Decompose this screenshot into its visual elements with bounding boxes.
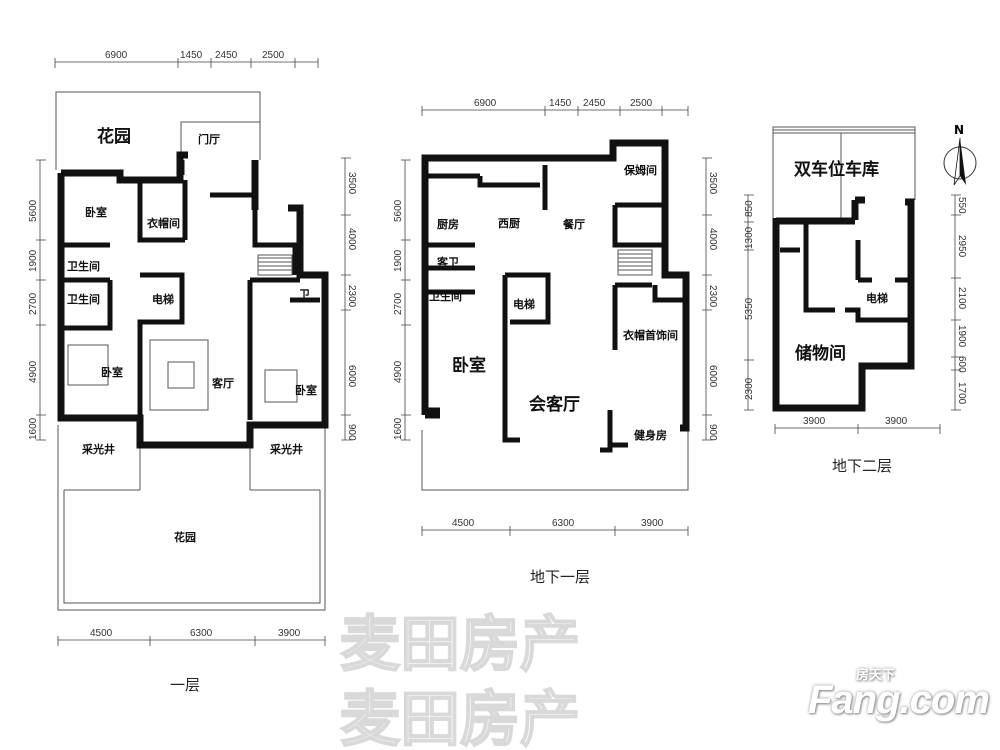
room-label: 卫生间 (67, 292, 100, 306)
room-label: 保姆间 (623, 163, 657, 177)
dim-label: 1450 (180, 50, 203, 61)
dim-label: 6300 (190, 628, 213, 639)
north-arrow-icon: N (943, 123, 977, 186)
dim-label: 6000 (707, 365, 718, 388)
room-label: 衣帽间 (147, 216, 180, 230)
dim-label: 850 (744, 200, 755, 217)
room-label: 电梯 (152, 292, 174, 306)
dim-label: 2700 (393, 292, 404, 315)
logo-cn: 房天下 (856, 667, 896, 682)
logo-en: Fang.com (808, 678, 990, 722)
room-label: 电梯 (866, 291, 888, 305)
dim-label: 1700 (956, 382, 967, 405)
dim-label: 4500 (452, 518, 475, 529)
dim-label: 900 (346, 424, 357, 441)
watermark: 麦田房产 (340, 685, 580, 750)
room-label: 卧室 (295, 383, 317, 397)
dim-label: 2450 (583, 98, 606, 109)
dim-label: 3900 (803, 416, 826, 427)
room-label: 采光井 (81, 442, 115, 456)
dim-label: 6300 (552, 518, 575, 529)
room-label: 电梯 (513, 297, 535, 311)
room-label: 花园 (97, 126, 131, 147)
dim-label: 4500 (90, 628, 113, 639)
dim-label: 2700 (28, 292, 39, 315)
room-label: 卧室 (452, 355, 486, 376)
dim-label: 550 (956, 197, 967, 214)
dim-label: 1900 (28, 249, 39, 272)
room-label: 卫生间 (67, 259, 100, 273)
dim-label: 6900 (474, 98, 497, 109)
room-label: 餐厅 (562, 217, 585, 231)
compass-label: N (954, 123, 964, 137)
dim-label: 1900 (956, 325, 967, 348)
dim-label: 2450 (215, 50, 238, 61)
room-label: 厨房 (437, 217, 459, 231)
dim-label: 1900 (393, 249, 404, 272)
floor-caption: 地下二层 (832, 457, 892, 475)
dim-label: 2500 (262, 50, 285, 61)
dim-label: 3500 (346, 172, 357, 195)
dim-label: 3900 (641, 518, 664, 529)
room-label: 储物间 (795, 343, 846, 364)
dim-label: 5600 (28, 199, 39, 222)
room-label: 采光井 (269, 442, 303, 456)
watermark: 麦田房产 (340, 610, 580, 680)
dim-label: 1300 (744, 226, 755, 249)
dim-label: 4900 (393, 360, 404, 383)
dim-label: 3500 (707, 172, 718, 195)
room-label: 客厅 (211, 376, 234, 390)
dim-label: 4000 (346, 228, 357, 251)
dim-label: 2100 (956, 287, 967, 310)
room-label: 门厅 (198, 132, 220, 146)
dim-label: 1600 (393, 417, 404, 440)
dim-label: 3900 (278, 628, 301, 639)
floor-caption: 一层 (170, 676, 200, 694)
room-label: 卧室 (101, 365, 123, 379)
dim-label: 2950 (956, 235, 967, 258)
room-label: 西厨 (498, 217, 520, 230)
room-label: 花园 (174, 530, 196, 544)
floor-caption: 地下一层 (530, 568, 590, 586)
dim-label: 1600 (28, 417, 39, 440)
room-label: 会客厅 (529, 394, 580, 415)
floor-b2-plan: 850 1300 5350 2300 550 2950 2100 1900 60… (744, 126, 967, 475)
dim-label: 4000 (707, 228, 718, 251)
floor-b1-plan: 6900 1450 2450 2500 5600 1900 2700 4900 … (393, 98, 718, 586)
dim-label: 900 (707, 424, 718, 441)
room-label: 客卫 (436, 255, 459, 269)
floor-1-plan: 6900 1450 2450 2500 5600 1900 2700 4900 … (28, 50, 357, 694)
room-label: 健身房 (634, 428, 667, 442)
dim-label: 2300 (744, 377, 755, 400)
room-label: 衣帽首饰间 (623, 328, 678, 342)
dim-label: 6000 (346, 365, 357, 388)
room-label: 卫生间 (429, 289, 462, 303)
dim-label: 4900 (28, 360, 39, 383)
dimension-lines (36, 58, 351, 646)
dim-label: 600 (956, 356, 967, 373)
dim-label: 2300 (346, 285, 357, 308)
room-label: 双车位车库 (794, 159, 879, 180)
dim-label: 2300 (707, 285, 718, 308)
dim-label: 3900 (885, 416, 908, 427)
dim-label: 5600 (393, 199, 404, 222)
fang-logo: 房天下 Fang.com (808, 667, 990, 723)
dim-label: 2500 (630, 98, 653, 109)
dim-label: 5350 (744, 297, 755, 320)
dim-label: 1450 (549, 98, 572, 109)
room-label: 卫 (299, 288, 310, 301)
dim-label: 6900 (105, 50, 128, 61)
room-label: 卧室 (85, 205, 107, 219)
